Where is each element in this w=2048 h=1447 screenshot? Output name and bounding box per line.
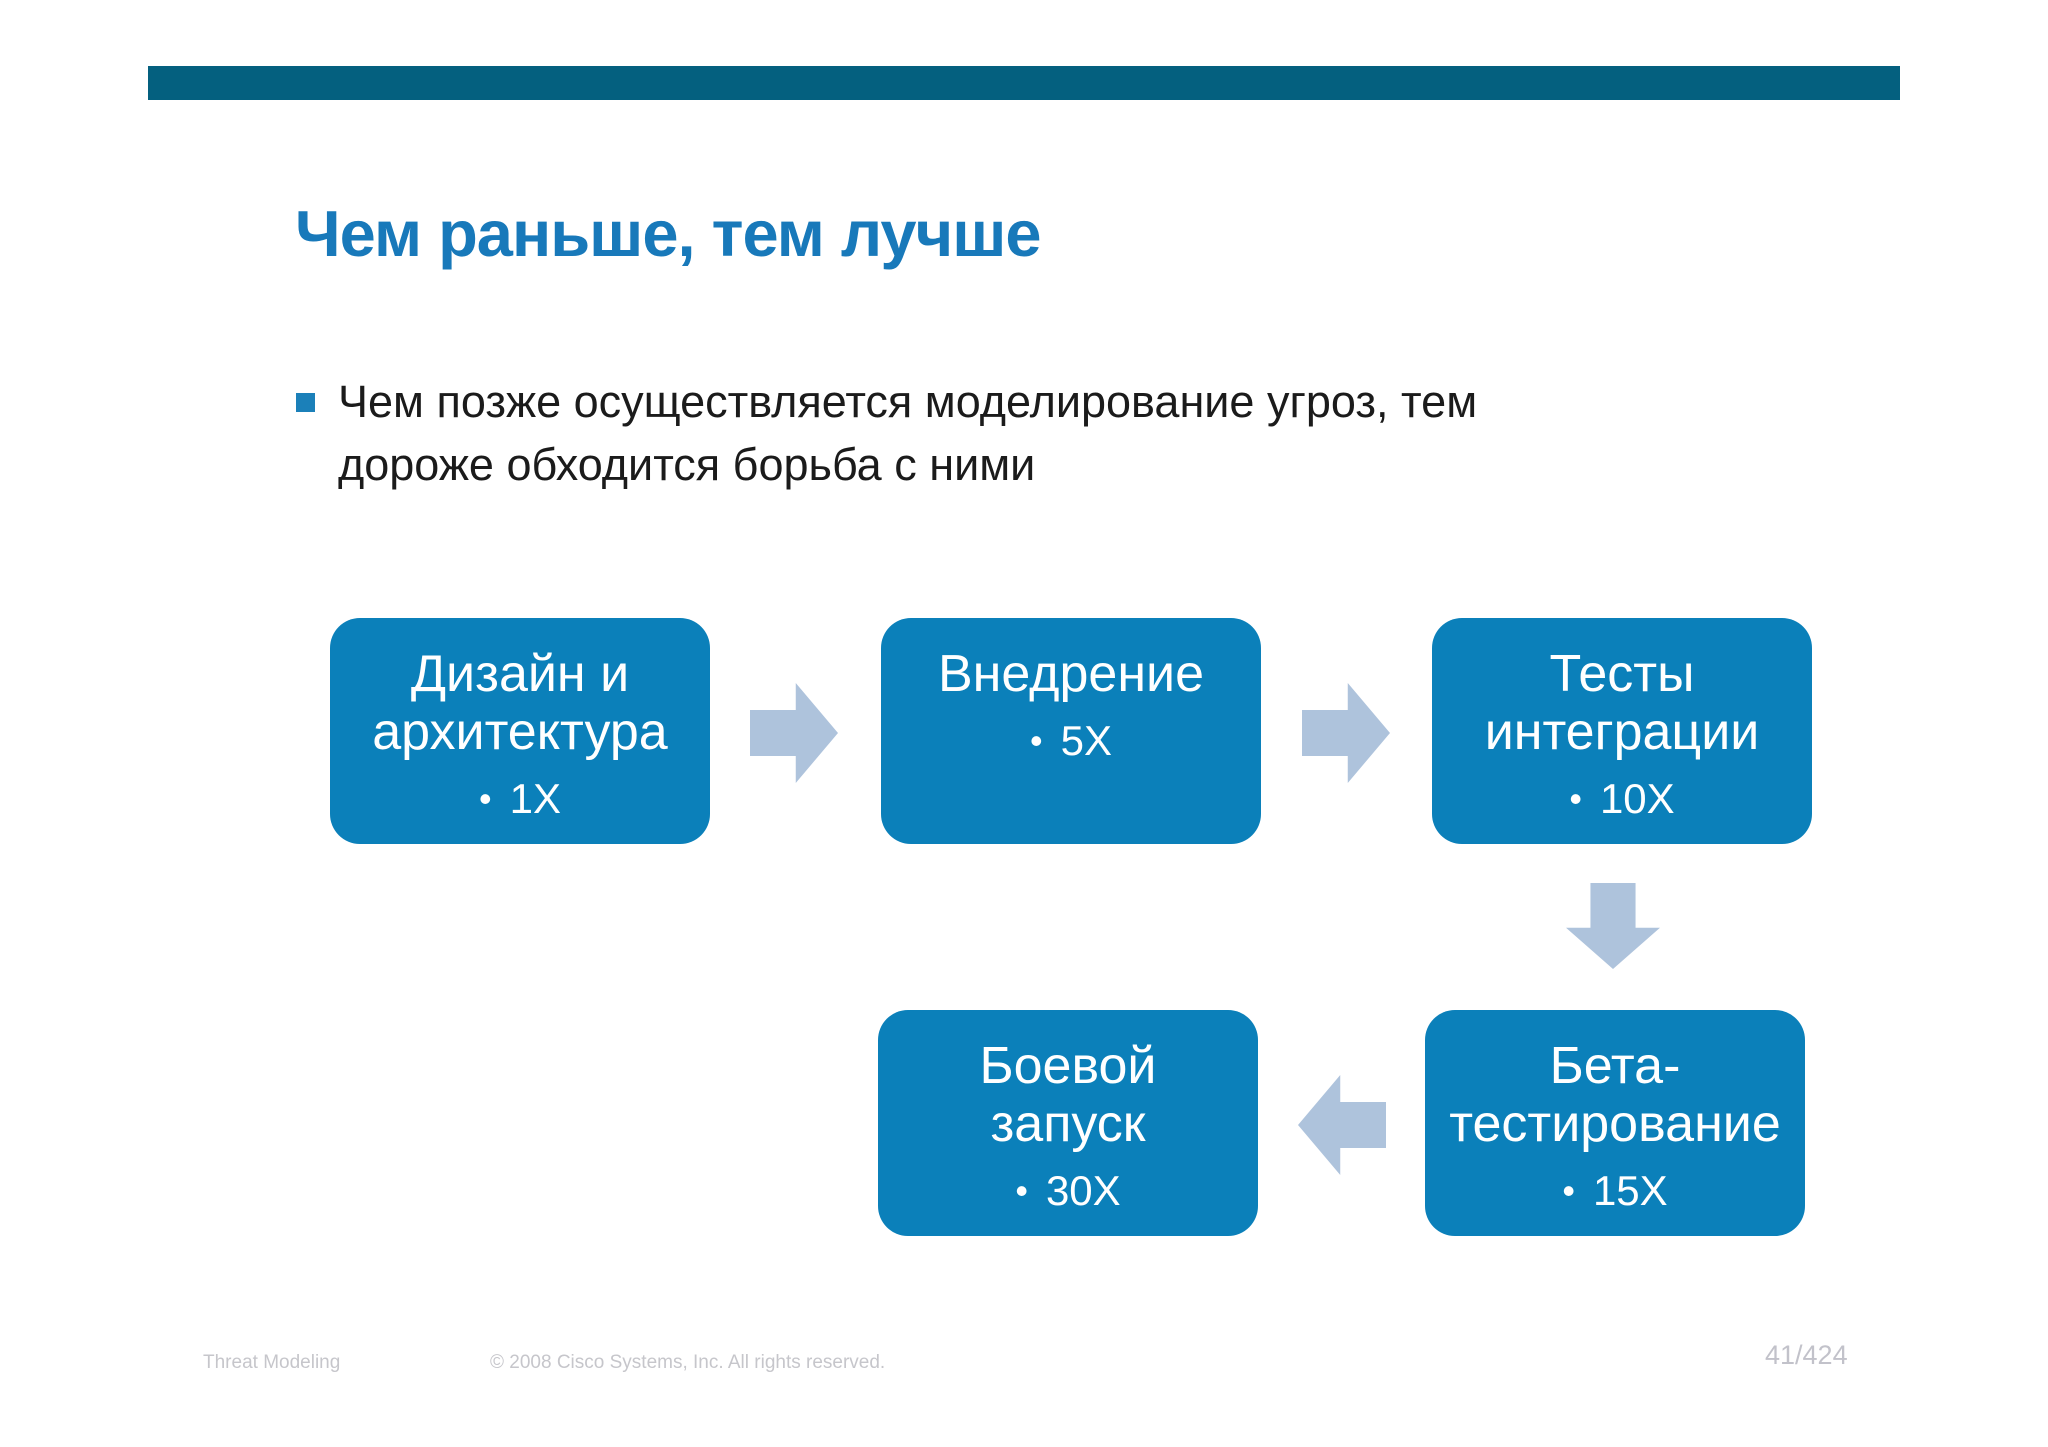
flow-box-title-line1: Боевой	[979, 1037, 1157, 1095]
flow-box-implementation: Внедрение • 5X	[881, 618, 1261, 844]
flow-box-title: Дизайн и архитектура	[330, 645, 710, 761]
list-bullet-icon: •	[1015, 1170, 1028, 1211]
flow-box-title-line2: запуск	[990, 1095, 1146, 1153]
flow-box-cost: • 5X	[881, 718, 1261, 764]
list-bullet-icon: •	[1030, 720, 1043, 761]
bullet-paragraph-line1: Чем позже осуществляется моделирование у…	[338, 376, 1478, 427]
flow-box-cost: • 1X	[330, 776, 710, 822]
footer-deck-title: Threat Modeling	[203, 1352, 341, 1373]
bullet-paragraph: Чем позже осуществляется моделирование у…	[338, 370, 1477, 496]
flow-box-integration-tests: Тесты интеграции • 10X	[1432, 618, 1812, 844]
flow-box-title: Внедрение	[881, 645, 1261, 703]
flow-box-production-launch: Боевой запуск • 30X	[878, 1010, 1258, 1236]
list-bullet-icon: •	[1562, 1170, 1575, 1211]
flow-box-title-line2: интеграции	[1484, 703, 1760, 761]
flow-box-title-line2: архитектура	[372, 703, 668, 761]
flow-box-title: Бета- тестирование	[1425, 1037, 1805, 1153]
flow-box-cost-value: 10X	[1599, 775, 1675, 822]
flow-box-cost-value: 1X	[509, 775, 561, 822]
flow-box-cost: • 10X	[1432, 776, 1812, 822]
arrow-right-icon	[750, 683, 838, 783]
header-bar	[148, 66, 1900, 100]
bullet-paragraph-line2: дороже обходится борьба с ними	[338, 439, 1036, 490]
flow-box-cost-value: 30X	[1045, 1167, 1121, 1214]
flow-box-title-line1: Дизайн и	[410, 645, 630, 703]
footer-copyright: © 2008 Cisco Systems, Inc. All rights re…	[490, 1352, 886, 1373]
flow-box-cost: • 30X	[878, 1168, 1258, 1214]
flow-box-design-architecture: Дизайн и архитектура • 1X	[330, 618, 710, 844]
flow-box-title: Тесты интеграции	[1432, 645, 1812, 761]
flow-box-cost: • 15X	[1425, 1168, 1805, 1214]
flow-box-title-line1: Бета-	[1549, 1037, 1681, 1095]
bullet-square-icon	[296, 393, 315, 412]
flow-box-title: Боевой запуск	[878, 1037, 1258, 1153]
flow-box-cost-value: 5X	[1060, 717, 1112, 764]
flow-box-title-line1: Внедрение	[937, 645, 1205, 703]
flow-box-title-line1: Тесты	[1549, 645, 1695, 703]
flow-box-beta-testing: Бета- тестирование • 15X	[1425, 1010, 1805, 1236]
flow-box-title-line2: тестирование	[1449, 1095, 1781, 1153]
page-title: Чем раньше, тем лучше	[295, 197, 1042, 270]
arrow-down-icon	[1566, 883, 1660, 969]
arrow-left-icon	[1298, 1075, 1386, 1175]
list-bullet-icon: •	[1569, 778, 1582, 819]
arrow-right-icon	[1302, 683, 1390, 783]
list-bullet-icon: •	[479, 778, 492, 819]
footer-page-number: 41/424	[1765, 1340, 1848, 1370]
flow-box-cost-value: 15X	[1592, 1167, 1668, 1214]
